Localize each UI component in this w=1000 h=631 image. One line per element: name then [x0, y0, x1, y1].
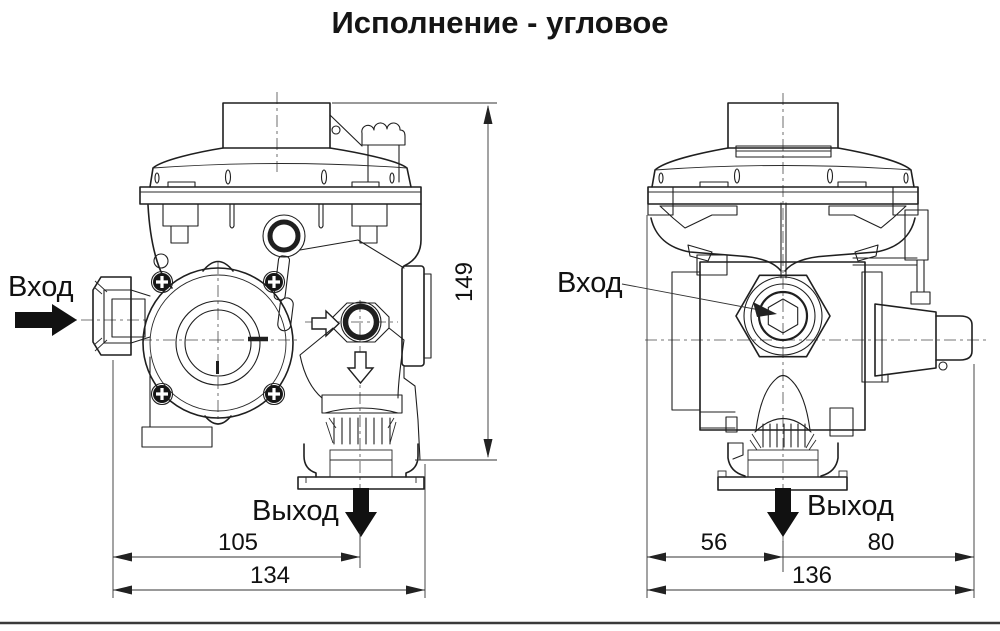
dim-inlet-outlet-value: 105: [218, 529, 258, 556]
dimension-136: 136: [647, 562, 974, 595]
inlet-arrow-icon-front: [15, 304, 77, 336]
outlet-arrow-icon-front: [345, 488, 377, 537]
dim-right-value: 80: [868, 529, 895, 556]
screw-icon: [150, 270, 286, 406]
dimension-134: 134: [113, 464, 426, 598]
dim-width-side-value: 136: [792, 562, 832, 589]
dim-height-value: 149: [451, 262, 478, 302]
inlet-leader-side: [621, 283, 777, 317]
dim-left-value: 56: [701, 529, 728, 556]
page-title: Исполнение - угловое: [331, 5, 669, 40]
flow-down-arrow-icon: [346, 351, 375, 385]
flow-right-arrow-icon: [311, 309, 341, 338]
dimension-149: 149: [332, 102, 497, 461]
side-view-drawing: [645, 93, 990, 545]
dimension-56: 56: [646, 215, 784, 598]
outlet-label-front: Выход: [252, 495, 339, 527]
inlet-label-front: Вход: [8, 271, 74, 303]
front-view-drawing: [58, 92, 432, 492]
inlet-label-side: Вход: [557, 267, 623, 299]
outlet-arrow-icon-side: [767, 488, 799, 537]
dim-width-front-value: 134: [250, 562, 290, 589]
dimension-80: 80: [783, 364, 975, 598]
dimension-105: 105: [112, 360, 361, 598]
outlet-label-side: Выход: [807, 490, 894, 522]
